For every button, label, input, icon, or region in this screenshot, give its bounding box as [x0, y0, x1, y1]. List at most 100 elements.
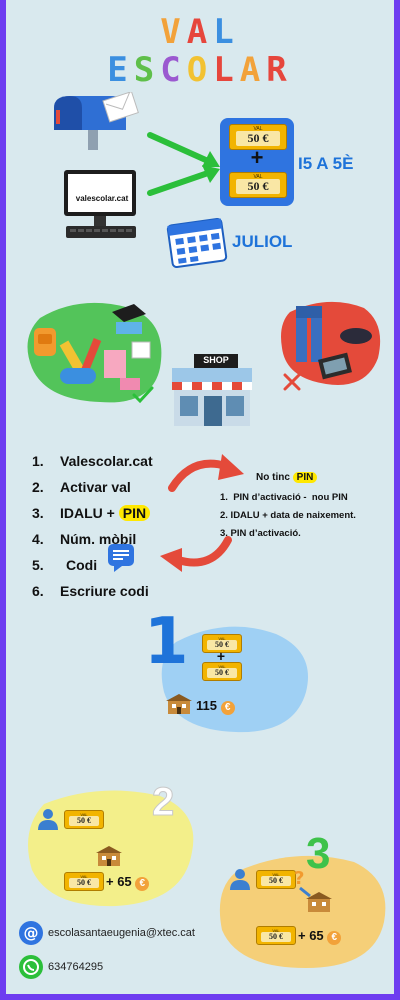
voucher-amount: 50 €	[261, 876, 291, 886]
pin-option-3: 3. PIN d’activació.	[220, 528, 301, 539]
person-icon	[38, 809, 58, 830]
svg-text:@: @	[24, 924, 39, 942]
voucher-label: VAL	[253, 174, 263, 180]
step-text: Activar val	[60, 479, 131, 495]
plus-sign: +	[250, 145, 264, 170]
red-cycle-arrows	[160, 454, 244, 572]
case-3-number: 3	[306, 829, 331, 878]
shop-sign: SHOP	[203, 355, 229, 365]
voucher-label: VAL	[218, 636, 226, 641]
no-pin-text: No tinc	[256, 472, 293, 483]
voucher-label: VAL	[80, 874, 88, 879]
voucher-amount: 50 €	[236, 131, 280, 146]
step-text: Valescolar.cat	[60, 453, 153, 469]
step-5: 5. Codi	[32, 552, 153, 578]
voucher: VAL 50 €	[256, 870, 296, 889]
step-4: 4. Núm. mòbil	[32, 526, 153, 552]
voucher: VAL 50 €	[202, 662, 242, 681]
step-1: 1. Valescolar.cat	[32, 448, 153, 474]
step-text: Núm. mòbil	[60, 531, 137, 547]
step-text: Escriure codi	[60, 583, 149, 599]
step-number: 3.	[32, 505, 44, 521]
euro-coin-icon: €	[327, 931, 342, 945]
voucher: VAL 50 €	[229, 172, 287, 198]
step-text: IDALU +	[60, 505, 119, 521]
school-supplies-illustration	[27, 302, 162, 403]
voucher: VAL 50 €	[256, 926, 296, 945]
cross-icon	[283, 373, 301, 391]
title-letter: E	[107, 50, 134, 90]
month-label: JULIOL	[232, 232, 293, 251]
question-school-icon: ?	[294, 868, 332, 912]
pin-option-2: 2. IDALU + data de naixement.	[220, 510, 356, 521]
step-number: 1.	[32, 453, 44, 469]
pin-highlight: PIN	[292, 472, 318, 483]
poster: VAL ESCOLAR valescolar.cat VAL 50 € +	[6, 0, 394, 994]
voucher-amount: 50 €	[207, 640, 237, 650]
contact-email[interactable]: escolasantaeugenia@xtec.cat	[48, 927, 195, 939]
euro-coin-icon: €	[220, 701, 235, 715]
step-6: 6. Escriure codi	[32, 578, 153, 604]
case-3-extra-value: + 65	[298, 928, 324, 943]
voucher-label: VAL	[218, 664, 226, 669]
calendar-icon	[166, 217, 228, 268]
at-sign-icon: @	[19, 921, 43, 945]
plus-sign: +	[216, 648, 226, 664]
school-icon	[166, 694, 192, 714]
case-1-total-value: 115	[196, 698, 217, 713]
step-number: 4.	[32, 531, 44, 547]
title-letter: R	[266, 50, 293, 90]
pin-highlight: PIN	[118, 505, 151, 521]
voucher: VAL 50 €	[229, 124, 287, 150]
step-number: 5.	[32, 557, 44, 573]
contact-phone[interactable]: 634764295	[48, 961, 104, 973]
title-letter: L	[213, 50, 240, 90]
title-letter: A	[186, 12, 214, 52]
voucher: VAL 50 €	[202, 634, 242, 653]
voucher-amount: 50 €	[69, 878, 99, 888]
svg-text:?: ?	[294, 868, 304, 889]
title-letter: S	[133, 50, 161, 90]
website-screen-text: valescolar.cat	[75, 194, 129, 203]
title-line-1: VAL	[6, 12, 394, 52]
school-icon	[96, 846, 122, 866]
case-1-total: 115 €	[196, 698, 235, 715]
voucher-label: VAL	[80, 812, 88, 817]
voucher-amount: 50 €	[69, 816, 99, 826]
voucher-amount: 50 €	[236, 179, 280, 194]
voucher: VAL 50 €	[64, 810, 104, 829]
title-letter: O	[186, 50, 214, 90]
title-line-2: ESCOLAR	[6, 50, 394, 90]
pin-options: 1. PIN d’activació - nou PIN 2. IDALU + …	[220, 492, 356, 546]
voucher-amount: 50 €	[207, 668, 237, 678]
title-letter: V	[160, 12, 187, 52]
case-3-extra: + 65 €	[298, 928, 342, 945]
steps-list: 1. Valescolar.cat 2. Activar val 3. IDAL…	[32, 448, 153, 604]
case-2-number: 2	[151, 780, 175, 824]
case-2-extra: + 65 €	[106, 874, 150, 891]
mailbox-icon	[54, 92, 139, 150]
step-number: 6.	[32, 583, 44, 599]
step-number: 2.	[32, 479, 44, 495]
no-pin-heading: No tinc PIN	[256, 472, 318, 483]
title-letter: C	[160, 50, 187, 90]
computer-icon	[64, 170, 136, 238]
euro-coin-icon: €	[135, 877, 150, 891]
title-letter: L	[213, 12, 240, 52]
step-text: Codi	[66, 557, 98, 573]
person-icon	[230, 869, 250, 890]
voucher: VAL 50 €	[64, 872, 104, 891]
shop-icon	[172, 354, 252, 426]
case-1-number: 1	[144, 605, 189, 679]
clothes-illustration	[281, 301, 381, 385]
arrows-to-vouchers	[147, 132, 220, 196]
voucher-label: VAL	[272, 872, 280, 877]
message-icon	[108, 544, 134, 572]
pin-option-1: 1. PIN d’activació - nou PIN	[220, 492, 348, 503]
step-3: 3. IDALU + PIN	[32, 500, 153, 526]
case-2-extra-value: + 65	[106, 874, 132, 889]
whatsapp-icon	[19, 955, 43, 979]
grades-label: I5 A 5È	[298, 154, 354, 173]
voucher-amount: 50 €	[261, 932, 291, 942]
step-2: 2. Activar val	[32, 474, 153, 500]
